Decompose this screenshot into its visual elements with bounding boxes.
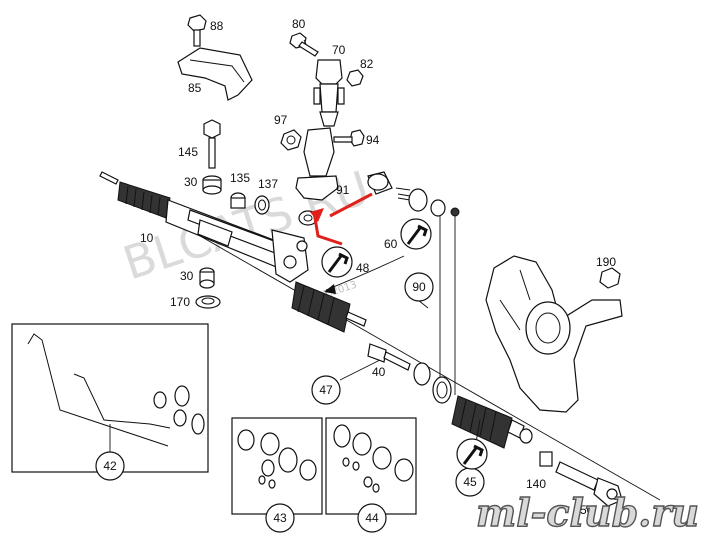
label-170: 170 [170, 295, 190, 309]
label-82: 82 [360, 57, 374, 71]
callout-42: 42 [95, 451, 125, 481]
label-80: 80 [292, 17, 306, 31]
label-94: 94 [366, 133, 380, 147]
curved-arrow [325, 255, 405, 291]
label-88: 88 [210, 19, 224, 33]
bushing-135 [230, 192, 246, 209]
leader-80 [303, 39, 307, 45]
callout-44: 44 [357, 503, 387, 533]
label-60: 60 [384, 237, 398, 251]
coupling-91 [295, 127, 339, 201]
callout-43: 43 [265, 503, 295, 533]
bolt-145 [203, 119, 221, 169]
callout-47-label: 47 [319, 383, 333, 397]
label-190: 190 [596, 255, 616, 269]
label-85: 85 [188, 81, 202, 95]
tierod-end-50 [555, 461, 623, 507]
boot-45 [451, 395, 525, 449]
label-140: 140 [526, 477, 546, 491]
label-135: 135 [230, 171, 250, 185]
valve-60 [367, 171, 460, 217]
bolt-80 [289, 32, 319, 57]
leader-47 [339, 359, 381, 381]
callout-43-label: 43 [273, 511, 287, 525]
callout-44-label: 44 [365, 511, 379, 525]
wrench-icon [456, 438, 488, 470]
label-145: 145 [178, 145, 198, 159]
callout-90: 90 [404, 272, 434, 302]
label-97: 97 [274, 113, 288, 127]
brand-logo: ml-club.ru [476, 490, 699, 535]
joint-70 [313, 59, 345, 127]
callout-47: 47 [311, 375, 341, 405]
bushing-170 [195, 295, 221, 309]
bolt-88 [187, 14, 207, 47]
label-30-bottom: 30 [180, 269, 194, 283]
clamp-140 [519, 428, 553, 467]
steering-rack-10 [99, 171, 367, 333]
label-40: 40 [372, 365, 386, 379]
tierod-40 [367, 343, 411, 371]
bolt-94 [333, 129, 365, 147]
rack-axis-line [119, 189, 661, 501]
nut-97 [280, 129, 302, 151]
label-48: 48 [356, 261, 370, 275]
steering-knuckle [485, 255, 623, 413]
callout-45-label: 45 [463, 475, 477, 489]
ring-set-90 [413, 362, 452, 404]
label-50: 50 [580, 503, 594, 517]
nut-190 [599, 267, 621, 289]
label-91: 91 [336, 183, 350, 197]
ring-137 [254, 195, 270, 215]
red-arrow-pointer [310, 192, 373, 246]
bushing-30-top [202, 175, 222, 195]
bushing-30-bottom [199, 267, 215, 289]
callout-45: 45 [455, 467, 485, 497]
label-30-top: 30 [184, 175, 198, 189]
wrench-icon [400, 218, 432, 250]
callout-42-label: 42 [103, 459, 117, 473]
curved-arrow-head [324, 284, 336, 294]
label-137: 137 [258, 177, 278, 191]
label-10: 10 [140, 231, 154, 245]
box-43-seal-kit [231, 417, 323, 515]
cover-85 [177, 47, 253, 101]
wrench-icon [321, 246, 353, 278]
label-70: 70 [332, 43, 346, 57]
box-44-seal-kit [325, 417, 417, 515]
callout-90-label: 90 [412, 280, 426, 294]
nut-82 [346, 69, 364, 87]
